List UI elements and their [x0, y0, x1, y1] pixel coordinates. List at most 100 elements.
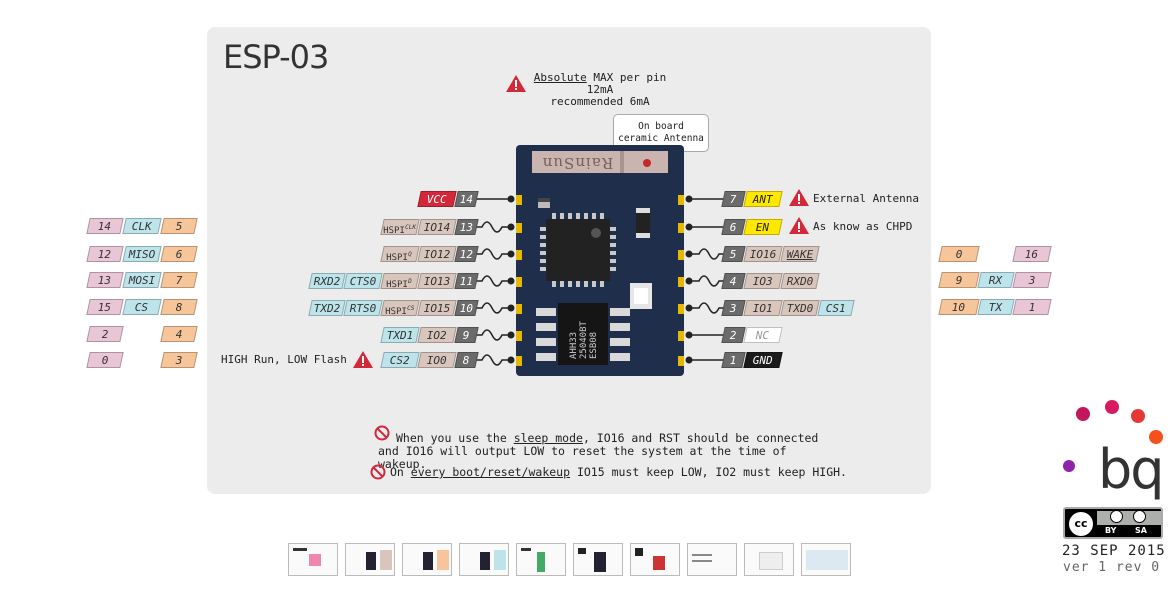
- sa-share-icon: [1133, 510, 1146, 523]
- pin-7-number: 7: [721, 191, 745, 207]
- pin-io16-label: IO16: [743, 246, 782, 262]
- warning-icon: [505, 74, 527, 97]
- pin-io15-label: IO15: [417, 300, 456, 316]
- pin-3-number: 3: [721, 300, 745, 316]
- pin-vcc-label: VCC: [417, 191, 456, 207]
- version-label: ver 1 rev 0: [1063, 560, 1160, 575]
- pin-io1-cs1: CS1: [817, 300, 854, 316]
- chip-label-2: 25040BT: [579, 320, 589, 359]
- page-title: ESP-03: [223, 38, 328, 76]
- lt-row6-c: 3: [160, 352, 197, 368]
- license-sa: SA: [1135, 526, 1147, 535]
- lt-row2-c: 6: [160, 246, 197, 262]
- pin-io14-hspi: HSPICLK: [380, 219, 419, 235]
- pin-io15-txd2: TXD2: [308, 300, 345, 316]
- cc-icons-band: [1097, 511, 1161, 525]
- thumbnail-9[interactable]: [744, 543, 794, 576]
- pin-12-number: 12: [454, 246, 478, 262]
- pin-io14-label: IO14: [417, 219, 456, 235]
- thumbnail-10[interactable]: [801, 543, 851, 576]
- lt-row4-b: CS: [122, 299, 161, 315]
- en-note: As know as CHPD: [813, 220, 912, 234]
- thumbnail-5[interactable]: [516, 543, 566, 576]
- lt-row2-b: MISO: [122, 246, 161, 262]
- rt-row2-b: RX: [977, 272, 1014, 288]
- release-date: 23 SEP 2015: [1062, 543, 1166, 559]
- thumbnail-4[interactable]: [459, 543, 509, 576]
- pin-8-number: 8: [454, 352, 478, 368]
- pin-13-number: 13: [454, 219, 478, 235]
- lt-row1-c: 5: [160, 218, 197, 234]
- module-label: RainSun: [530, 154, 625, 172]
- pin-6-number: 6: [721, 219, 745, 235]
- thumbnail-3[interactable]: [402, 543, 452, 576]
- cc-license-badge: cc BY SA: [1063, 507, 1163, 539]
- esp03-module: AHH33 25040BT ESB08: [510, 143, 690, 378]
- pin-io13-rxd2: RXD2: [308, 273, 345, 289]
- rt-row3-a: 10: [938, 299, 979, 315]
- thumbnail-8[interactable]: [687, 543, 737, 576]
- lt-row6-a: 0: [86, 352, 123, 368]
- by-person-icon: [1110, 510, 1123, 523]
- pin-2-number: 2: [721, 327, 745, 343]
- pin-ant-label: ANT: [743, 191, 782, 207]
- rt-row3-b: TX: [977, 299, 1014, 315]
- en-warning-icon: [788, 216, 810, 239]
- right-connector-lines: [675, 190, 725, 370]
- thumbnail-6[interactable]: [573, 543, 623, 576]
- pin-io2-label: IO2: [417, 327, 456, 343]
- pin-14-number: 14: [454, 191, 478, 207]
- chip-label-1: AHH33: [569, 332, 579, 359]
- pin-5-number: 5: [721, 246, 745, 262]
- pin-io0-label: IO0: [417, 352, 456, 368]
- boot-note: On every boot/reset/wakeup IO15 must kee…: [390, 466, 847, 479]
- pin-io12-label: IO12: [417, 246, 456, 262]
- chip-label-3: ESB08: [589, 332, 599, 359]
- lt-row4-a: 15: [86, 299, 123, 315]
- thumbnail-1[interactable]: [288, 543, 338, 576]
- pin-io3-rxd0: RXD0: [780, 273, 819, 289]
- pin-gnd-label: GND: [743, 352, 782, 368]
- pin-io2-txd1: TXD1: [380, 327, 419, 343]
- lt-row4-c: 8: [160, 299, 197, 315]
- thumbnail-2[interactable]: [345, 543, 395, 576]
- pin-en-label: EN: [743, 219, 782, 235]
- rt-row1-c: 16: [1012, 246, 1051, 262]
- pin-io1-label: IO1: [743, 300, 782, 316]
- lt-row3-a: 13: [86, 272, 123, 288]
- pin-nc-label: NC: [743, 327, 782, 343]
- bq-logo-text: bq: [1098, 440, 1163, 500]
- lt-row3-b: MOSI: [122, 272, 161, 288]
- pin-io13-cts0: CTS0: [343, 273, 382, 289]
- lt-row2-a: 12: [86, 246, 123, 262]
- pin-io15-rts0: RTS0: [343, 300, 382, 316]
- pin-io3-label: IO3: [743, 273, 782, 289]
- lt-row1-a: 14: [86, 218, 123, 234]
- thumbnail-7[interactable]: [630, 543, 680, 576]
- pin-io12-hspi: HSPIQ: [380, 246, 419, 262]
- rt-row3-c: 1: [1012, 299, 1051, 315]
- ant-warning-icon: [788, 188, 810, 211]
- pin-io16-wake: WAKE: [780, 246, 819, 262]
- io0-flash-note: HIGH Run, LOW Flash: [221, 353, 347, 367]
- ant-note: External Antenna: [813, 192, 919, 206]
- lt-row5-a: 2: [86, 326, 123, 342]
- left-connector-lines: [476, 190, 526, 370]
- pin-io13-label: IO13: [417, 273, 456, 289]
- pin-io15-hspi: HSPICS: [380, 300, 419, 316]
- pin-io13-hspi: HSPID: [380, 273, 419, 289]
- lt-row1-b: CLK: [122, 218, 161, 234]
- pin-1-number: 1: [721, 352, 745, 368]
- rt-row1-a: 0: [938, 246, 979, 262]
- pin-io0-cs2: CS2: [380, 352, 419, 368]
- boot-prohibit-icon: [370, 464, 386, 484]
- pin-4-number: 4: [721, 273, 745, 289]
- pin-io1-txd0: TXD0: [780, 300, 819, 316]
- pin-9-number: 9: [454, 327, 478, 343]
- lt-row3-c: 7: [160, 272, 197, 288]
- max-current-warning: Absolute MAX per pin 12mA recommended 6m…: [525, 72, 675, 108]
- cc-icon: cc: [1069, 512, 1093, 536]
- pin-11-number: 11: [454, 273, 478, 289]
- rt-row2-a: 9: [938, 272, 979, 288]
- pin-10-number: 10: [454, 300, 478, 316]
